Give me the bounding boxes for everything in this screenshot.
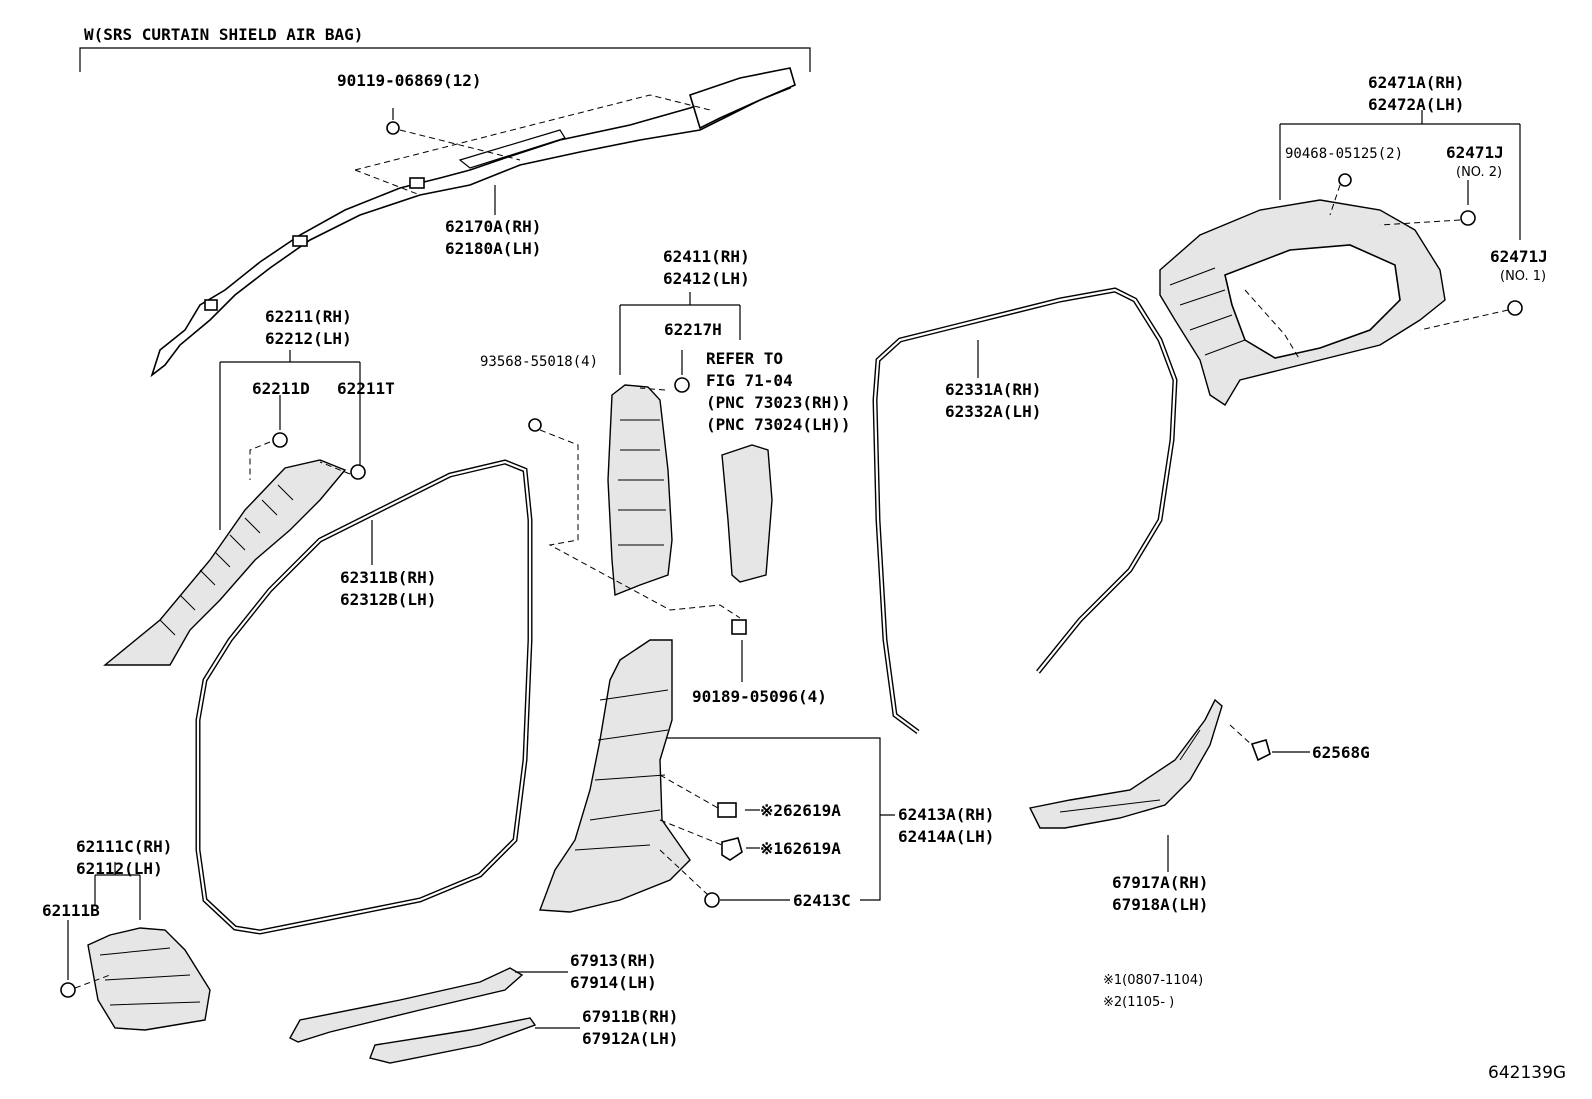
figure-code: 642139G [1488,1063,1566,1083]
front-door-scuff-plate-outer[interactable] [289,967,524,1043]
front-door-scuff-plate-inner[interactable] [369,1017,537,1064]
label-62211d: 62211D [252,379,310,398]
clip-62619a-1[interactable] [721,837,743,861]
clip-62211t[interactable] [350,464,366,480]
label-67918a: 67918A(LH) [1112,895,1208,914]
bolt-93568[interactable] [528,418,542,432]
refer-line-3: (PNC 73023(RH)) [706,393,851,412]
label-62311b: 62311B(RH) [340,568,436,587]
label-62111b: 62111B [42,901,100,920]
label-62413a: 62413A(RH) [898,805,994,824]
front-door-weatherstrip-group: 62311B(RH) 62312B(LH) [195,459,533,935]
label-67917a: 67917A(RH) [1112,873,1208,892]
refer-line-1: REFER TO [706,349,783,368]
label-no2: (NO. 2) [1456,165,1502,180]
clip-62471j-no1[interactable] [1507,300,1523,316]
rear-scuff-group: 62568G 67917A(RH) 67918A(LH) [1028,698,1370,914]
label-62471a: 62471A(RH) [1368,73,1464,92]
front-pillar-garnish-group: 62211(RH) 62212(LH) 62211D 62211T [103,307,395,666]
label-62471j-no1: 62471J [1490,247,1548,266]
refer-line-2: FIG 71-04 [706,371,793,390]
clip-62471j-no2[interactable] [1460,210,1476,226]
label-no1: (NO. 1) [1500,269,1546,284]
clip-62211d[interactable] [272,432,288,448]
cowl-side-trim-group: 62111C(RH) 62112(LH) 62111B [42,837,211,1031]
label-62471j-no2: 62471J [1446,143,1504,162]
seatbelt-anchor-cover[interactable] [721,444,773,583]
label-90468: 90468-05125(2) [1285,146,1403,162]
bolt-90119[interactable] [386,121,400,135]
label-62112: 62112(LH) [76,859,163,878]
label-62412: 62412(LH) [663,269,750,288]
clip-90189[interactable] [731,619,747,635]
label-67912a: 67912A(LH) [582,1029,678,1048]
front-scuff-group: 67913(RH) 67914(LH) 67911B(RH) 67912A(LH… [289,951,678,1064]
label-62414a: 62414A(LH) [898,827,994,846]
center-pillar-upper-group: 62411(RH) 62412(LH) 62217H 93568-55018(4… [480,247,851,706]
label-62411: 62411(RH) [663,247,750,266]
clip-62568g[interactable] [1250,739,1271,762]
clip-62217h[interactable] [674,377,690,393]
rear-door-weatherstrip-group: 62331A(RH) 62332A(LH) [872,287,1178,735]
label-62413c: 62413C [793,891,851,910]
label-62180a: 62180A(LH) [445,239,541,258]
label-62568g: 62568G [1312,743,1370,762]
note-2: ※2(1105- ) [1103,995,1174,1010]
clip-62111b[interactable] [60,982,76,998]
label-62332a: 62332A(LH) [945,402,1041,421]
center-pillar-lower-group: ※262619A ※162619A 62413C 62413A(RH) 6241… [539,639,994,913]
label-62211t: 62211T [337,379,395,398]
label-62212: 62212(LH) [265,329,352,348]
label-62619a-2: ※262619A [760,801,841,820]
label-93568: 93568-55018(4) [480,354,598,370]
label-62111c: 62111C(RH) [76,837,172,856]
refer-line-4: (PNC 73024(LH)) [706,415,851,434]
center-pillar-upper-garnish[interactable] [607,384,673,597]
clip-62413c[interactable] [704,892,720,908]
label-90189: 90189-05096(4) [692,687,827,706]
clip-62619a-2[interactable] [717,802,737,818]
rear-door-scuff-plate[interactable] [1028,698,1223,829]
label-67914: 67914(LH) [570,973,657,992]
rear-door-weatherstrip[interactable] [872,287,1178,735]
label-62619a-1: ※162619A [760,839,841,858]
srs-curtain-airbag-group: W(SRS CURTAIN SHIELD AIR BAG) 90119-0686… [79,25,811,378]
label-67911b: 67911B(RH) [582,1007,678,1026]
cowl-side-trim[interactable] [87,927,211,1031]
label-62472a: 62472A(LH) [1368,95,1464,114]
label-62331a: 62331A(RH) [945,380,1041,399]
bolt-90468[interactable] [1338,173,1352,187]
srs-note-label: W(SRS CURTAIN SHIELD AIR BAG) [84,25,363,44]
label-62217h: 62217H [664,320,722,339]
quarter-garnish-group: 62471A(RH) 62472A(LH) 90468-05125(2) 624… [1159,73,1548,406]
label-62312b: 62312B(LH) [340,590,436,609]
label-62211: 62211(RH) [265,307,352,326]
label-90119: 90119-06869(12) [337,71,482,90]
note-1: ※1(0807-1104) [1103,973,1203,988]
label-62170a: 62170A(RH) [445,217,541,236]
center-pillar-lower-garnish[interactable] [539,639,691,913]
label-67913: 67913(RH) [570,951,657,970]
